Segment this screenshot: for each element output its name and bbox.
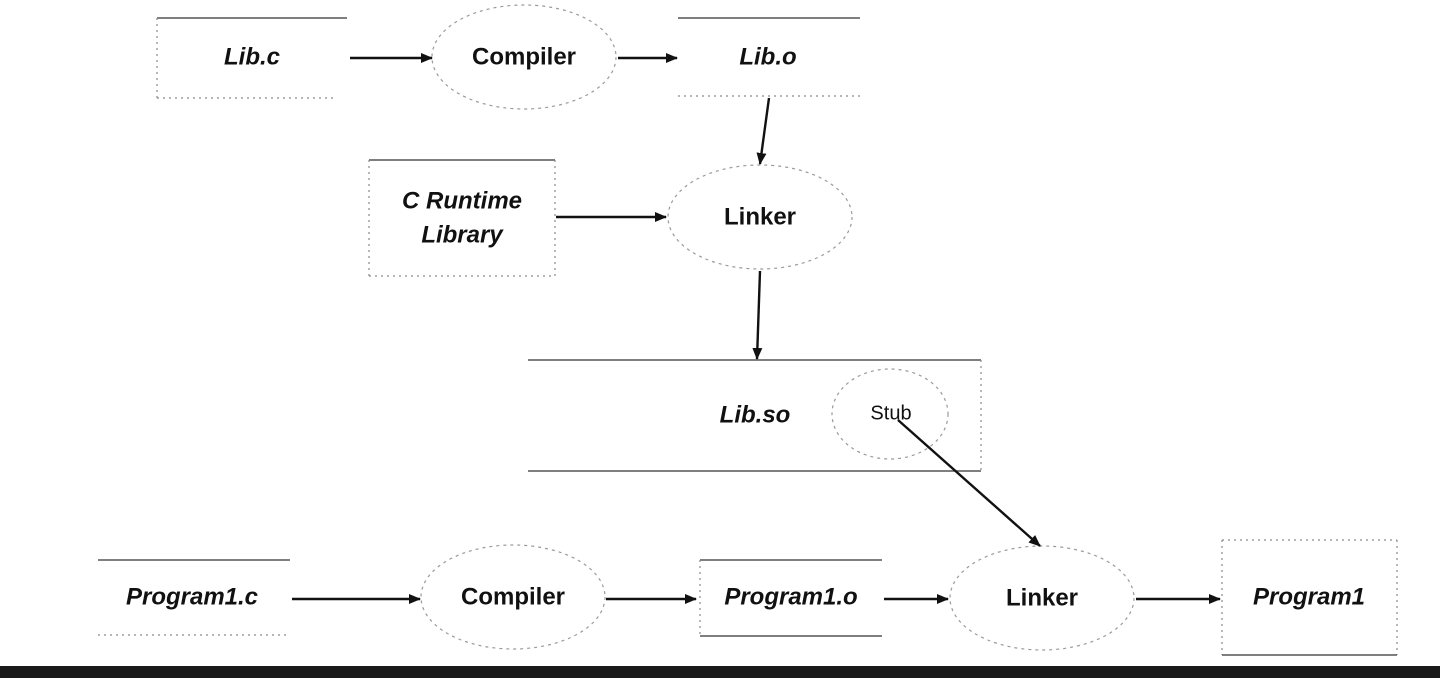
program1-label: Program1 <box>1253 583 1365 610</box>
c-runtime-label-line1: C Runtime <box>402 187 522 214</box>
compiler-bottom-node: Compiler <box>420 544 606 650</box>
lib-c-box: Lib.c <box>156 17 347 99</box>
linker-bottom-node: Linker <box>949 545 1135 651</box>
arrow-lib-o-to-linker <box>756 97 771 165</box>
c-runtime-library-box: C Runtime Library <box>368 159 556 277</box>
program1-c-label: Program1.c <box>126 583 258 610</box>
lib-so-label: Lib.so <box>720 401 791 428</box>
lib-o-box: Lib.o <box>678 17 860 97</box>
lib-o-label: Lib.o <box>739 43 796 70</box>
arrow-linker-to-lib-so <box>752 270 763 360</box>
lib-so-box: Lib.so <box>528 359 982 472</box>
lib-c-label: Lib.c <box>224 43 280 70</box>
bottom-rule <box>0 666 1440 678</box>
program1-box: Program1 <box>1221 539 1398 656</box>
stub-label: Stub <box>870 402 911 424</box>
arrow-stub-to-linker <box>897 419 1041 547</box>
compiler-top-node: Compiler <box>431 4 617 110</box>
program1-c-box: Program1.c <box>98 559 290 636</box>
compiler-bottom-label: Compiler <box>461 583 565 610</box>
compiler-top-label: Compiler <box>472 43 576 70</box>
program1-o-box: Program1.o <box>699 559 882 637</box>
stub-node: Stub <box>831 368 949 460</box>
linker-bottom-label: Linker <box>1006 584 1078 611</box>
program1-o-label: Program1.o <box>724 583 857 610</box>
linker-mid-node: Linker <box>667 164 853 270</box>
linker-mid-label: Linker <box>724 203 796 230</box>
c-runtime-label-line2: Library <box>421 221 504 248</box>
